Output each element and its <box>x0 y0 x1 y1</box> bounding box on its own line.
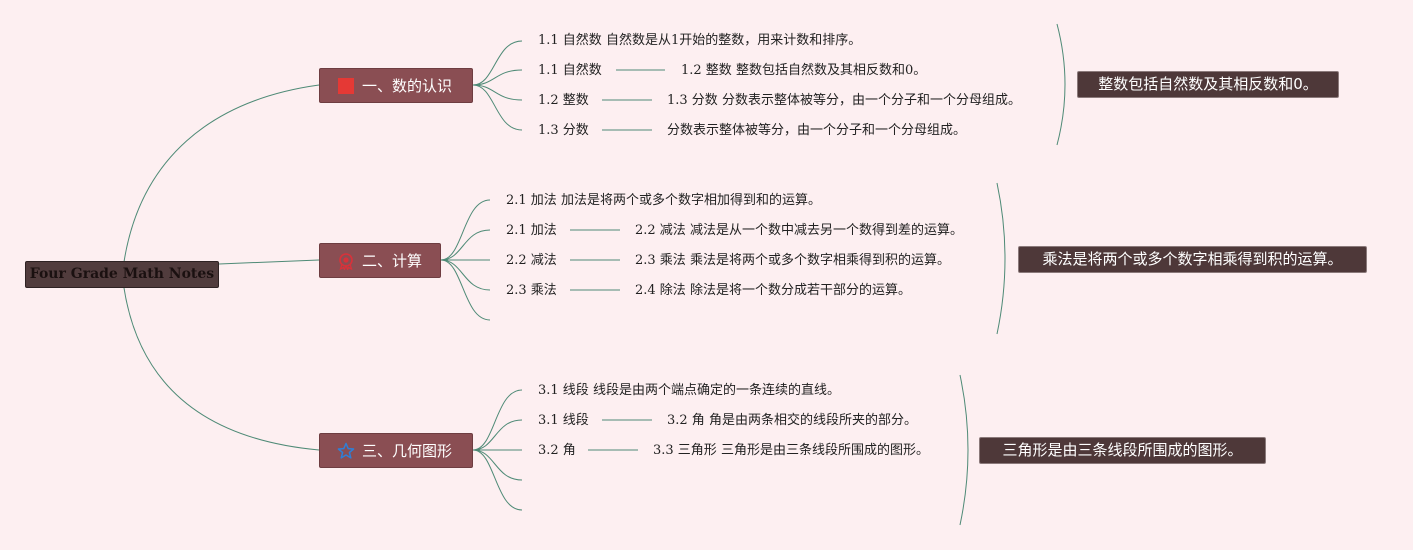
leaf-3-1[interactable]: 3.1 线段 <box>538 413 589 428</box>
leaf-1-2-detail[interactable]: 1.3 分数 分数表示整体被等分，由一个分子和一个分母组成。 <box>667 93 1021 108</box>
leaf-2-3[interactable]: 2.3 乘法 <box>506 283 557 298</box>
topic-number-concepts[interactable]: 一、数的认识 <box>319 68 473 103</box>
topic-3-branch-0-line <box>472 389 523 451</box>
leaf-3-1-detail[interactable]: 3.2 角 角是由两条相交的线段所夹的部分。 <box>667 413 917 428</box>
topic-3-summary-brace <box>959 374 969 526</box>
topic-label: 二、计算 <box>362 252 423 270</box>
topic-label: 一、数的认识 <box>362 77 453 95</box>
leaf-2-1-detail[interactable]: 2.2 减法 减法是从一个数中减去另一个数得到差的运算。 <box>635 223 963 238</box>
topic-3-branch-1-line <box>472 419 523 451</box>
topic-1-branch-3-line <box>472 84 523 131</box>
topic-3-branch-4-line <box>472 449 523 511</box>
leaf-1-1-detail[interactable]: 1.2 整数 整数包括自然数及其相反数和0。 <box>681 63 927 78</box>
topic-2-summary-brace <box>996 182 1006 335</box>
leaf-1-2[interactable]: 1.2 整数 <box>538 93 589 108</box>
root-node[interactable]: Four Grade Math Notes <box>25 261 219 288</box>
topic-geometry[interactable]: 三、几何图形 <box>319 433 473 468</box>
leaf-2-3-detail[interactable]: 2.4 除法 除法是将一个数分成若干部分的运算。 <box>635 283 911 298</box>
leaf-2-2-detail[interactable]: 2.3 乘法 乘法是将两个或多个数字相乘得到积的运算。 <box>635 253 950 268</box>
topic-calculation[interactable]: 二、计算 <box>319 243 441 278</box>
summary-geometry[interactable]: 三角形是由三条线段所围成的图形。 <box>979 437 1266 464</box>
topic-2-branch-0-line <box>440 199 491 261</box>
award-icon <box>336 251 356 271</box>
root-to-topic-1-line <box>123 84 320 263</box>
leaf-2-1[interactable]: 2.1 加法 <box>506 223 557 238</box>
topic-label: 三、几何图形 <box>362 442 453 460</box>
topic-2-branch-4-line <box>440 259 491 321</box>
root-to-topic-3-line <box>123 287 320 451</box>
topic-3-branch-3-line <box>472 449 523 481</box>
summary-number-concepts[interactable]: 整数包括自然数及其相反数和0。 <box>1077 71 1339 98</box>
leaf-1-3-detail[interactable]: 分数表示整体被等分，由一个分子和一个分母组成。 <box>667 123 967 138</box>
topic-2-branch-1-line <box>440 229 491 261</box>
star-icon <box>336 441 356 461</box>
leaf-1-0[interactable]: 1.1 自然数 自然数是从1开始的整数，用来计数和排序。 <box>538 33 862 48</box>
topic-2-branch-3-line <box>440 259 491 291</box>
leaf-3-2[interactable]: 3.2 角 <box>538 443 576 458</box>
leaf-1-1[interactable]: 1.1 自然数 <box>538 63 602 78</box>
topic-1-branch-0-line <box>472 40 523 86</box>
leaf-3-0[interactable]: 3.1 线段 线段是由两个端点确定的一条连续的直线。 <box>538 383 840 398</box>
leaf-1-3[interactable]: 1.3 分数 <box>538 123 589 138</box>
topic-1-branch-1-line <box>472 69 523 86</box>
leaf-3-2-detail[interactable]: 3.3 三角形 三角形是由三条线段所围成的图形。 <box>653 443 929 458</box>
leaf-2-0[interactable]: 2.1 加法 加法是将两个或多个数字相加得到和的运算。 <box>506 193 821 208</box>
summary-calculation[interactable]: 乘法是将两个或多个数字相乘得到积的运算。 <box>1018 246 1367 273</box>
topic-1-summary-brace <box>1056 23 1066 146</box>
root-to-topic-2-line <box>218 259 320 265</box>
flag-icon <box>336 76 356 96</box>
leaf-2-2[interactable]: 2.2 减法 <box>506 253 557 268</box>
